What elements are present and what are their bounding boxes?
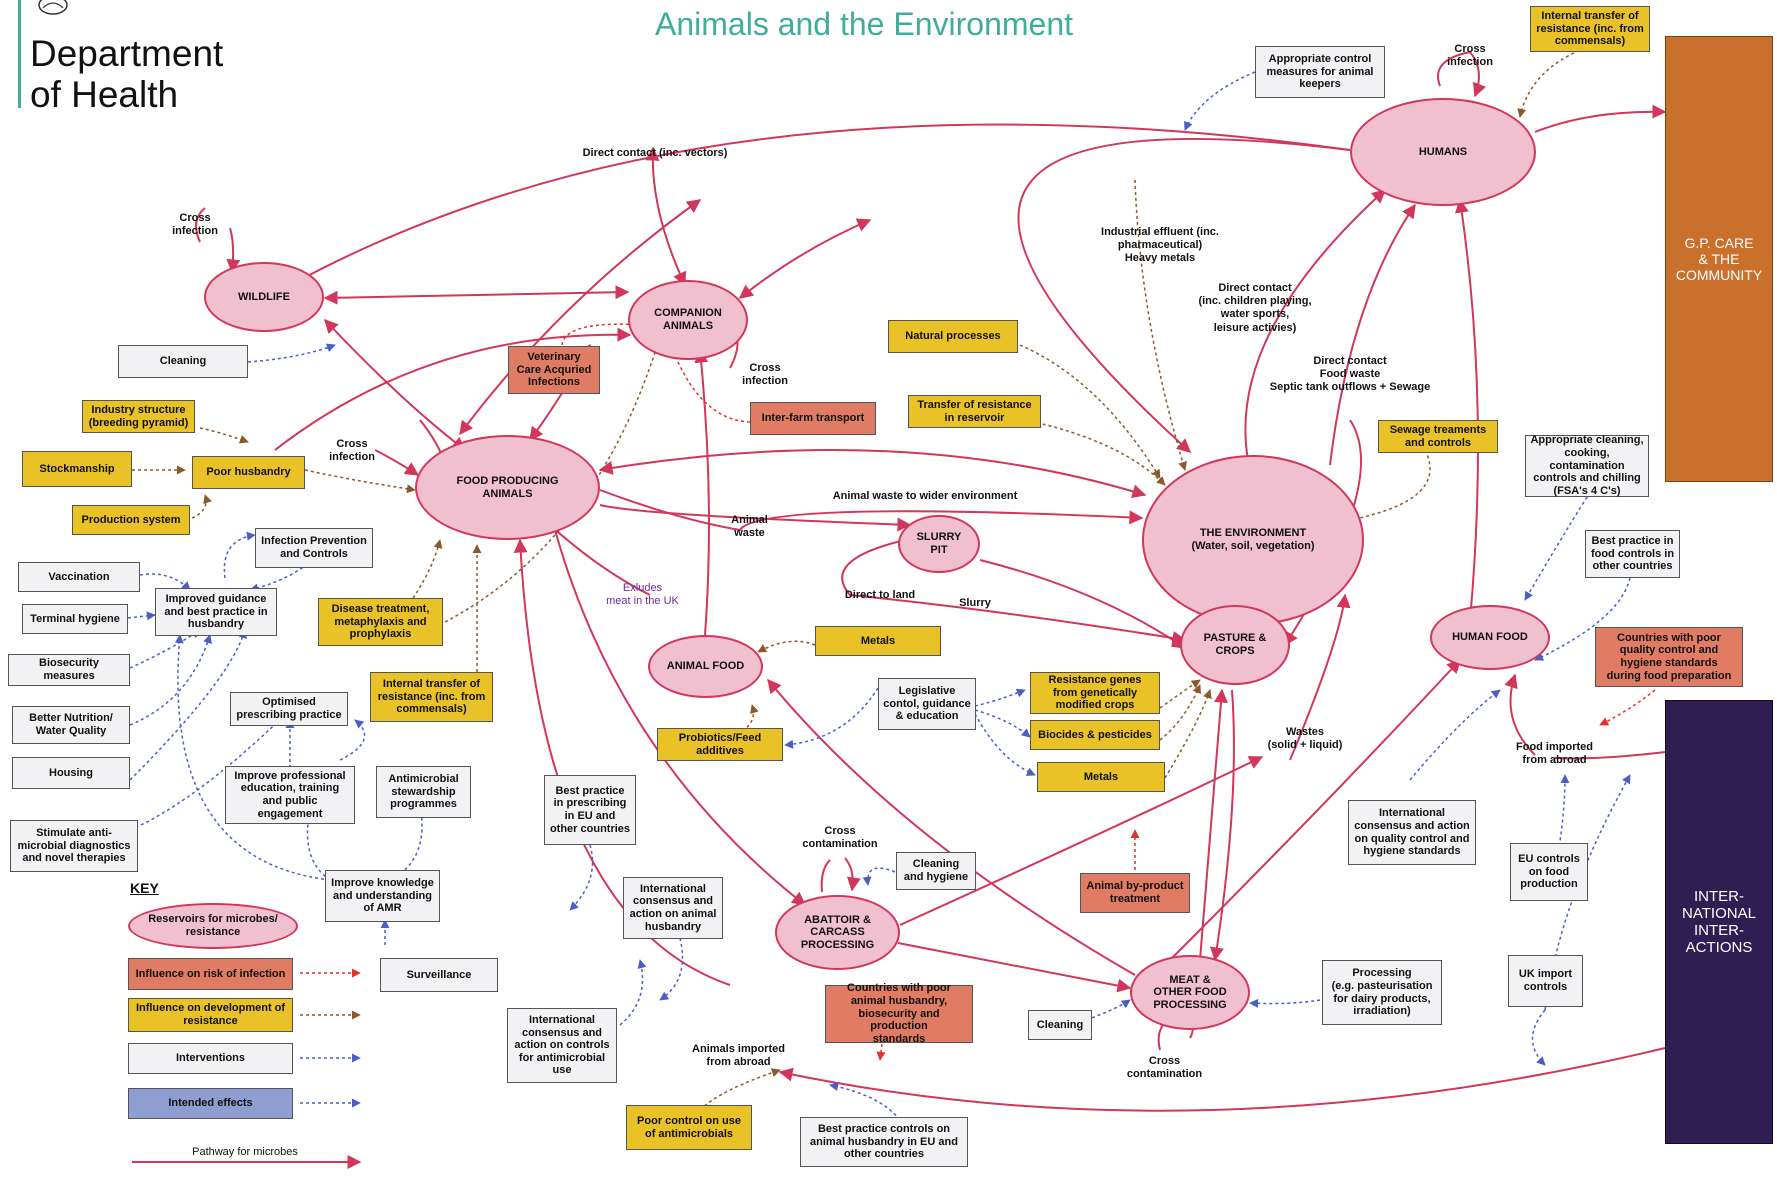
key-interventions: Interventions bbox=[128, 1043, 293, 1074]
infection-inter-farm: Inter-farm transport bbox=[750, 402, 876, 435]
label-animals-imported: Animals imported from abroad bbox=[692, 1043, 785, 1069]
international-box: INTER- NATIONAL INTER- ACTIONS bbox=[1665, 700, 1773, 1144]
reservoir-food-producing-animals: FOOD PRODUCING ANIMALS bbox=[415, 435, 600, 540]
intervention-optimised-prescribing: Optimised prescribing practice bbox=[230, 692, 348, 726]
department-name: Department of Health bbox=[30, 33, 224, 115]
label-excludes-meat: Exludes meat in the UK bbox=[606, 582, 679, 608]
intervention-surveillance: Surveillance bbox=[380, 958, 498, 992]
label-cross-infection-humans: Cross infection bbox=[1447, 43, 1493, 69]
gp-care-box: G.P. CARE & THE COMMUNITY bbox=[1665, 36, 1773, 482]
logo-divider bbox=[18, 0, 21, 108]
diagram-title: Animals and the Environment bbox=[655, 6, 1073, 42]
development-metals-top: Metals bbox=[815, 626, 941, 656]
reservoir-environment: THE ENVIRONMENT (Water, soil, vegetation… bbox=[1142, 455, 1364, 625]
label-cross-infection-food: Cross infection bbox=[329, 438, 375, 464]
label-direct-contact-vectors: Direct contact (inc. vectors) bbox=[582, 147, 728, 159]
label-direct-contact-food-waste: Direct contact Food waste Septic tank ou… bbox=[1269, 355, 1431, 394]
development-internal-transfer-top: Internal transfer of resistance (inc. fr… bbox=[1530, 6, 1650, 52]
reservoir-meat-processing: MEAT & OTHER FOOD PROCESSING bbox=[1130, 955, 1250, 1030]
label-cross-contamination-meat: Cross contamination bbox=[1126, 1055, 1203, 1081]
intervention-terminal-hygiene: Terminal hygiene bbox=[22, 604, 128, 634]
reservoir-animal-food: ANIMAL FOOD bbox=[648, 635, 763, 698]
development-transfer-reservoir: Transfer of resistance in reservoir bbox=[908, 395, 1041, 428]
intervention-housing: Housing bbox=[12, 757, 130, 789]
intervention-processing: Processing (e.g. pasteurisation for dair… bbox=[1322, 960, 1442, 1025]
reservoir-slurry-pit: SLURRY PIT bbox=[898, 515, 980, 573]
reservoir-human-food: HUMAN FOOD bbox=[1430, 605, 1550, 670]
intervention-best-practice-husbandry-eu: Best practice controls on animal husband… bbox=[800, 1117, 968, 1167]
label-slurry: Slurry bbox=[959, 597, 991, 609]
label-cross-contamination-abattoir: Cross contamination bbox=[802, 825, 878, 851]
intervention-intl-husbandry: International consensus and action on an… bbox=[623, 877, 723, 939]
key-title: KEY bbox=[130, 880, 159, 896]
development-industry-structure: Industry structure (breeding pyramid) bbox=[82, 400, 195, 433]
development-poor-control: Poor control on use of antimicrobials bbox=[626, 1105, 752, 1150]
development-sewage-treatments: Sewage treaments and controls bbox=[1378, 420, 1498, 453]
intervention-legislative: Legislative contol, guidance & education bbox=[878, 678, 976, 730]
label-animal-waste-wider: Animal waste to wider environment bbox=[832, 490, 1018, 502]
intervention-stewardship: Antimicrobial stewardship programmes bbox=[376, 766, 471, 818]
intervention-better-nutrition: Better Nutrition/ Water Quality bbox=[12, 706, 130, 744]
development-resistance-genes: Resistance genes from genetically modifi… bbox=[1030, 672, 1160, 714]
intervention-stimulate-diagnostics: Stimulate anti- microbial diagnostics an… bbox=[10, 820, 138, 872]
development-probiotics: Probiotics/Feed additives bbox=[657, 728, 783, 761]
development-metals-bottom: Metals bbox=[1037, 762, 1165, 792]
label-direct-to-land: Direct to land bbox=[844, 589, 916, 601]
intervention-best-practice-food: Best practice in food controls in other … bbox=[1585, 530, 1680, 578]
intervention-intl-antimicrobial: International consensus and action on co… bbox=[507, 1008, 617, 1083]
intervention-eu-controls: EU controls on food production bbox=[1510, 843, 1588, 901]
development-natural-processes: Natural processes bbox=[888, 320, 1018, 353]
intervention-vaccination: Vaccination bbox=[18, 562, 140, 592]
infection-countries-poor-husbandry: Countries with poor animal husbandry, bi… bbox=[825, 982, 973, 1045]
label-food-imported: Food imported from abroad bbox=[1516, 741, 1593, 767]
reservoir-humans: HUMANS bbox=[1350, 98, 1536, 206]
key-reservoirs: Reservoirs for microbes/ resistance bbox=[128, 903, 298, 949]
reservoir-abattoir: ABATTOIR & CARCASS PROCESSING bbox=[775, 895, 900, 970]
intervention-infection-prevention: Infection Prevention and Controls bbox=[255, 528, 373, 568]
crest-icon bbox=[38, 0, 68, 15]
intervention-cleaning-wildlife: Cleaning bbox=[118, 345, 248, 378]
development-poor-husbandry: Poor husbandry bbox=[192, 456, 305, 489]
label-wastes: Wastes (solid + liquid) bbox=[1267, 726, 1343, 752]
development-production-system: Production system bbox=[72, 505, 190, 535]
label-animal-waste: Animal waste bbox=[731, 514, 768, 540]
label-industrial-effluent: Industrial effluent (inc. pharmaceutical… bbox=[1101, 226, 1219, 265]
development-internal-transfer-mid: Internal transfer of resistance (inc. fr… bbox=[370, 672, 493, 722]
reservoir-wildlife: WILDLIFE bbox=[204, 262, 324, 332]
reservoir-pasture-crops: PASTURE & CROPS bbox=[1180, 605, 1290, 685]
label-direct-contact-children: Direct contact (inc. children playing, w… bbox=[1198, 282, 1312, 334]
intervention-biosecurity: Biosecurity measures bbox=[8, 654, 130, 686]
key-development: Influence on development of resistance bbox=[128, 998, 293, 1032]
infection-vet-care: Veterinary Care Acquried Infections bbox=[508, 346, 600, 394]
intervention-best-practice-prescribing: Best practice in prescribing in EU and o… bbox=[544, 775, 636, 845]
label-cross-infection-companion: Cross infection bbox=[742, 362, 788, 388]
intervention-cleaning-hygiene: Cleaning and hygiene bbox=[896, 852, 976, 890]
intervention-improve-knowledge: Improve knowledge and understanding of A… bbox=[325, 870, 440, 922]
development-disease-treatment: Disease treatment, metaphylaxis and prop… bbox=[318, 598, 443, 646]
key-pathway: Pathway for microbes bbox=[192, 1146, 298, 1158]
intervention-appropriate-cleaning: Appropriate cleaning, cooking, contamina… bbox=[1525, 434, 1649, 497]
intervention-improved-guidance: Improved guidance and best practice in h… bbox=[155, 588, 277, 636]
infection-animal-byproduct: Animal by-product treatment bbox=[1080, 873, 1190, 913]
intervention-cleaning-meat: Cleaning bbox=[1028, 1010, 1092, 1040]
label-cross-infection-wildlife: Cross infection bbox=[172, 212, 218, 238]
intervention-intl-quality-control: International consensus and action on qu… bbox=[1348, 800, 1476, 865]
intervention-control-measures-keepers: Appropriate control measures for animal … bbox=[1255, 46, 1385, 98]
reservoir-companion-animals: COMPANION ANIMALS bbox=[628, 280, 748, 360]
key-infection: Influence on risk of infection bbox=[128, 958, 293, 990]
development-biocides: Biocides & pesticides bbox=[1030, 720, 1160, 750]
development-stockmanship: Stockmanship bbox=[22, 451, 132, 487]
key-intended: Intended effects bbox=[128, 1088, 293, 1119]
intervention-uk-import: UK import controls bbox=[1508, 955, 1583, 1007]
intervention-improve-education: Improve professional education, training… bbox=[225, 766, 355, 824]
infection-countries-poor-quality: Countries with poor quality control and … bbox=[1595, 627, 1743, 687]
